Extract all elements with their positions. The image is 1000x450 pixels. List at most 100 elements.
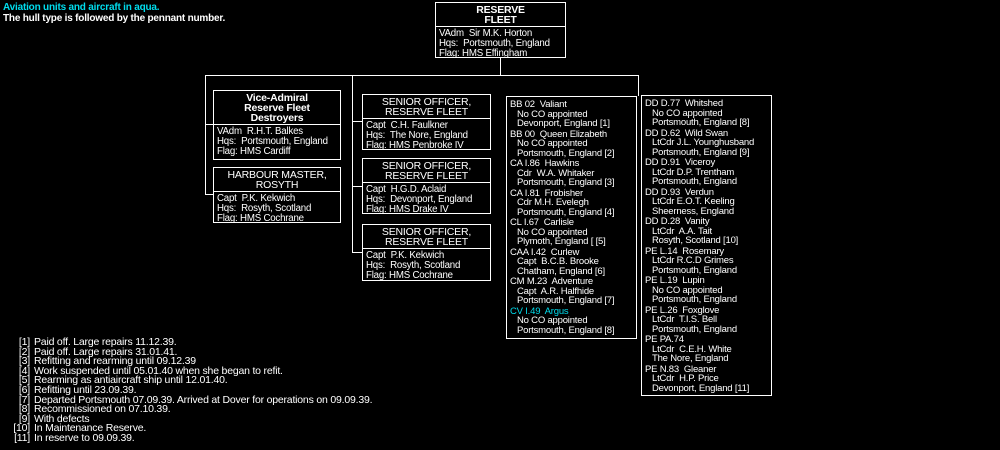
- senior-officer-rosyth-box: SENIOR OFFICER,RESERVE FLEET Capt P.K. K…: [362, 224, 491, 281]
- footnote-row: [5]Rearming as antiaircraft ship until 1…: [3, 375, 372, 386]
- footnote-row: [3] Refitting and rearming until 09.12.39: [3, 355, 372, 368]
- footnote-text: Departed Portsmouth 07.09.39. Arrived at…: [34, 393, 373, 406]
- ship-commander: Cdr W.A. Whitaker: [517, 167, 595, 179]
- ship-name: CL I.67 Carlisle: [510, 217, 574, 228]
- box-title: SENIOR OFFICER,RESERVE FLEET: [363, 95, 490, 119]
- footnote-number: [4]: [18, 364, 30, 377]
- ship-name: DD D.62 Wild Swan: [645, 127, 728, 139]
- box-title-line: FLEET: [484, 14, 517, 26]
- ship-commander: LtCdr T.I.S. Bell: [652, 314, 717, 325]
- connector-stub-so-nore: [352, 121, 362, 122]
- box-title-line: RESERVE FLEET: [385, 106, 468, 118]
- ship-location: Plymoth, England [ [5]: [517, 236, 606, 247]
- footnote-row: [11]In reserve to 09.09.39.: [3, 433, 372, 444]
- ship-commander: Cdr M.H. Evelegh: [517, 197, 589, 208]
- ship-name: PE PA.74: [645, 334, 684, 345]
- box-title-line: Destroyers: [250, 112, 304, 124]
- ship-name: BB 00 Queen Elizabeth: [510, 128, 608, 140]
- ship-commander: No CO appointed: [652, 107, 723, 119]
- connector-left-trunk: [205, 75, 206, 194]
- ship-commander: LtCdr R.C.D Grimes: [652, 255, 734, 266]
- ship-name: PE L.14 Rosemary: [645, 245, 724, 257]
- connector-stub-so-rosyth: [352, 252, 362, 253]
- box-body-line: Capt H.G.D. Aclaid: [366, 184, 447, 195]
- box-title-line: RESERVE: [476, 4, 525, 16]
- box-title-line: HARBOUR MASTER,: [227, 169, 327, 181]
- ship-location: Sheerness, England: [652, 205, 734, 217]
- footnote-row: [7] Departed Portsmouth 07.09.39. Arrived…: [3, 393, 373, 406]
- footnote-text: Refitting and rearming until 09.12.39: [34, 355, 196, 368]
- connector-stub-so-devonport: [352, 186, 362, 187]
- ship-location: Portsmouth, England [9]: [652, 146, 750, 158]
- ship-commander: No CO appointed: [517, 315, 588, 326]
- ship-location: The Nore, England: [652, 353, 729, 364]
- footnote-number: [10]: [13, 422, 30, 435]
- ship-commander: Capt B.C.B. Brooke: [517, 256, 599, 267]
- footnote-number: [6]: [18, 383, 30, 396]
- ship-name: PE L.26 Foxglove: [645, 304, 720, 316]
- ship-location: Portsmouth, England: [652, 176, 737, 187]
- ship-commander: LtCdr E.O.T. Keeling: [652, 196, 735, 207]
- box-body-line: Capt C.H. Faulkner: [366, 120, 448, 131]
- box-body-line: Flag: HMS Cochrane: [217, 213, 304, 223]
- connector-stub-vice-admiral: [205, 124, 213, 125]
- box-body-line: Capt P.K. Kekwich: [217, 193, 296, 204]
- ship-commander: LtCdr C.E.H. White: [652, 343, 732, 355]
- footnote-text: Recommissioned on 07.10.39.: [34, 403, 171, 416]
- ship-name: BB 02 Valiant: [510, 99, 567, 110]
- footnote-number: [8]: [18, 403, 30, 416]
- ship-commander: LtCdr J.L. Younghusband: [652, 137, 755, 148]
- ship-location: Portsmouth, England [7]: [517, 295, 615, 306]
- ship-name: CA I.86 Hawkins: [510, 158, 580, 169]
- box-title-line: SENIOR OFFICER,: [381, 96, 472, 108]
- footnote-number: [7]: [18, 393, 30, 406]
- ship-commander: LtCdr A.A. Tait: [652, 225, 712, 237]
- ship-location: Portsmouth, England [4]: [517, 206, 615, 218]
- ship-commander: No CO appointed: [517, 226, 588, 238]
- ship-name: DD D.28 Vanity: [645, 216, 710, 227]
- box-body-line: Hqs: Devonport, England: [366, 194, 473, 205]
- box-title-line: SENIOR OFFICER,: [381, 226, 472, 238]
- footnote-row: [10]In Maintenance Reserve.: [3, 422, 372, 435]
- footnote-text: Work suspended until 05.01.40 when she b…: [34, 364, 283, 377]
- box-body-line: Hqs: Rosyth, Scotland: [217, 203, 312, 214]
- ship-name: CAA I.42 Curlew: [510, 246, 580, 258]
- ship-location: Portsmouth, England: [652, 264, 737, 276]
- ship-location: Portsmouth, England: [652, 323, 737, 335]
- footnote-row: [1]Paid off. Large repairs 11.12.39.: [3, 337, 372, 348]
- ship-name: DD D.93 Verdun: [645, 186, 714, 198]
- ship-commander: LtCdr D.P. Trentham: [652, 166, 735, 178]
- box-body-line: Hqs: Portsmouth, England: [439, 38, 550, 49]
- connector-bus: [205, 75, 639, 76]
- footnote-number: [2]: [18, 345, 30, 358]
- ship-name: PE L.19 Lupin: [645, 275, 705, 286]
- connector-right-drop: [638, 75, 639, 96]
- ship-location: Rosyth, Scotland [10]: [652, 235, 739, 246]
- box-body-line: VAdm Sir M.K. Horton: [439, 28, 533, 39]
- footnote-number: [3]: [18, 355, 30, 368]
- ship-name: CV I.49 Argus: [510, 305, 569, 317]
- box-body-line: Flag: HMS Drake IV: [366, 204, 449, 214]
- footnotes: [1]Paid off. Large repairs 11.12.39.[2]P…: [3, 337, 373, 444]
